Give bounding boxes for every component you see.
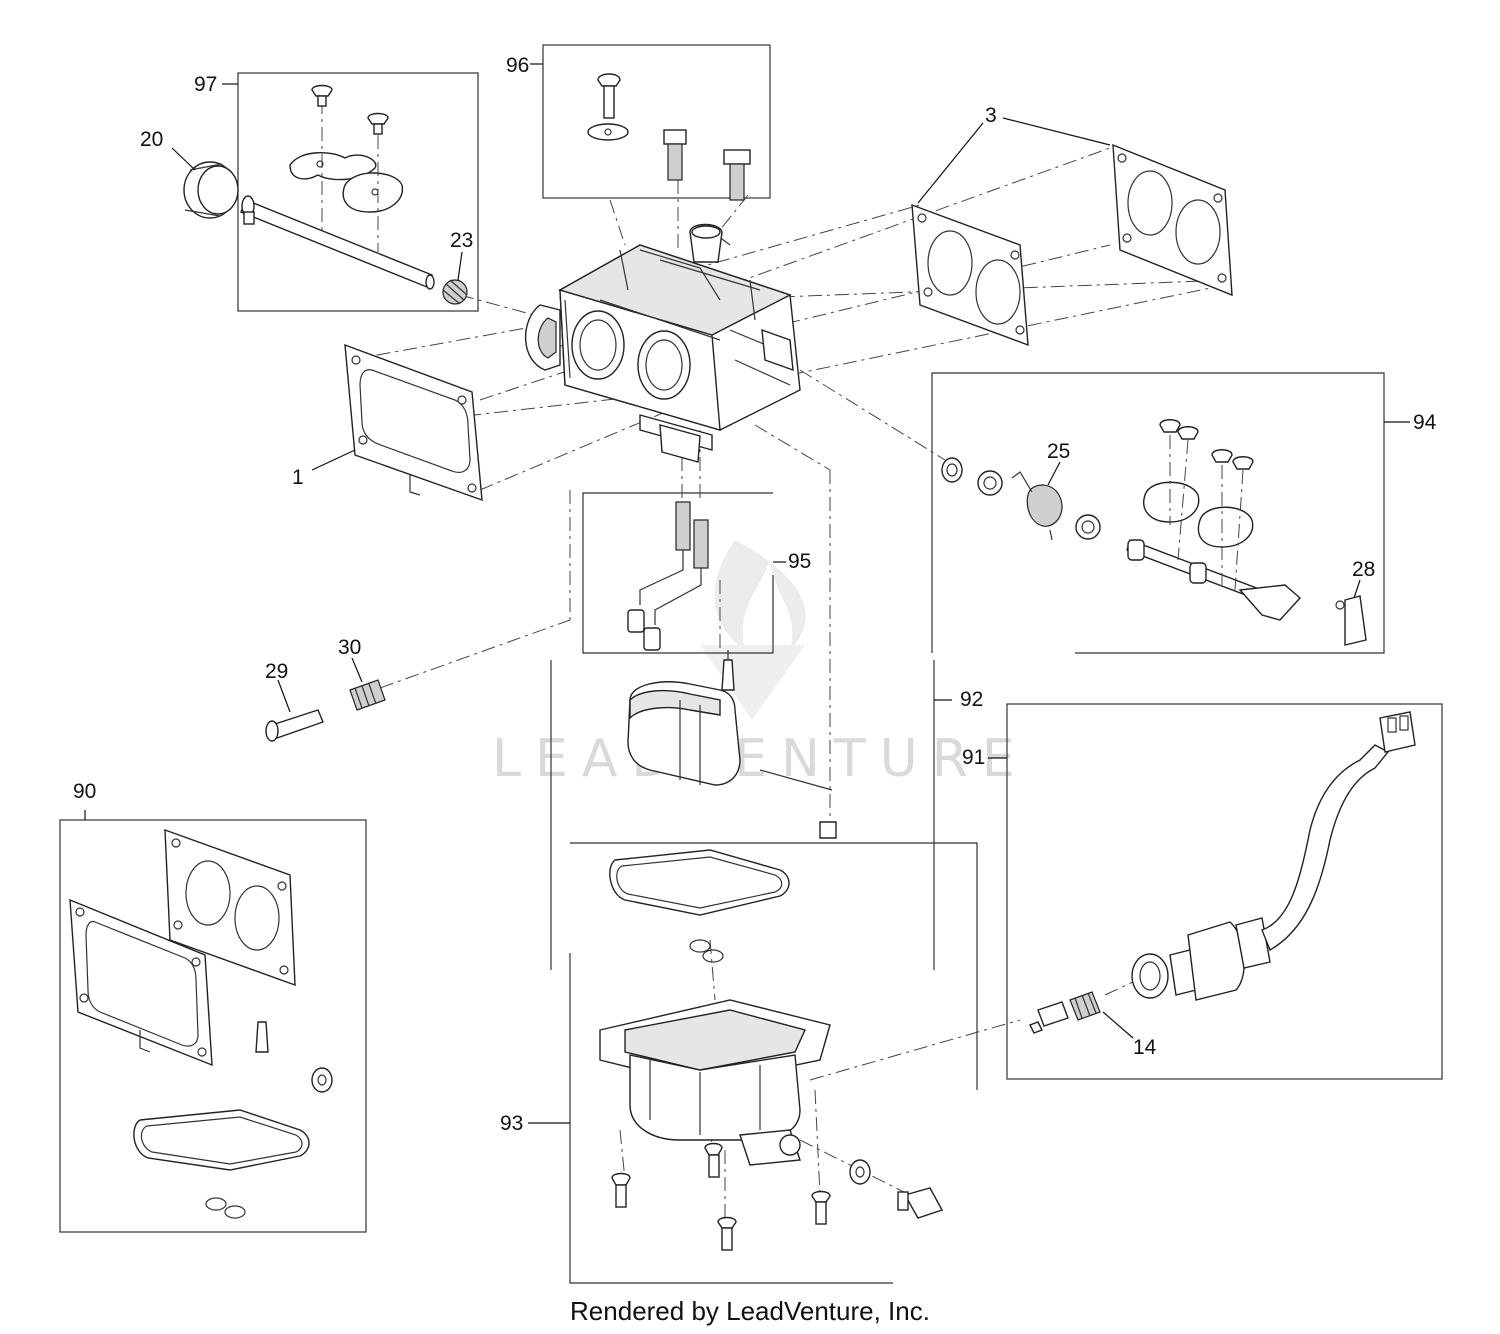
part-3-gaskets: [911, 117, 1233, 347]
callout-25: 25: [1047, 440, 1070, 463]
float-bowl: [599, 999, 944, 1251]
kit-box-93: [528, 842, 978, 1284]
callout-20: 20: [140, 128, 163, 151]
kit-box-91: [988, 703, 1443, 1080]
callout-1: 1: [292, 466, 304, 489]
callout-92: 92: [960, 688, 983, 711]
callout-3: 3: [985, 104, 997, 127]
alignment-lines: [349, 147, 1231, 1220]
callout-labels: 1 3 14 20 23 25 28 29 30 90 91 92 93 94 …: [73, 54, 1437, 1135]
float: [627, 650, 837, 839]
kit-box-92: [550, 660, 952, 970]
callout-90: 90: [73, 780, 96, 803]
kit-94-throttle-shaft: [941, 419, 1302, 621]
leader-25: [1047, 461, 1061, 486]
callout-93: 93: [500, 1112, 523, 1135]
callout-97: 97: [194, 73, 217, 96]
callout-96: 96: [506, 54, 529, 77]
callout-95: 95: [788, 550, 811, 573]
part-23-spring: [442, 251, 468, 305]
kit-90-gasket-set: [69, 828, 333, 1219]
callout-94: 94: [1413, 411, 1437, 434]
kit-97-choke-shaft: [240, 84, 435, 290]
carburetor-body: [524, 223, 801, 463]
kit-91-solenoid: [1029, 711, 1416, 1039]
kit-95-jets: [627, 501, 709, 651]
kit-96-jets: [587, 73, 751, 201]
part-20-seal: [171, 147, 239, 219]
callout-91: 91: [962, 746, 985, 769]
kit-box-94: [931, 372, 1410, 654]
callout-30: 30: [338, 636, 361, 659]
kit-box-90: [59, 810, 367, 1233]
kit-box-96: [530, 44, 771, 199]
part-28-lever: [1335, 579, 1367, 646]
callout-14: 14: [1133, 1036, 1157, 1059]
part-1-gasket: [311, 343, 483, 502]
bowl-gasket: [609, 849, 790, 963]
watermark: LEADVENTURE: [492, 540, 1029, 789]
watermark-text: LEADVENTURE: [492, 729, 1029, 789]
callout-28: 28: [1352, 558, 1375, 581]
callout-23: 23: [450, 229, 473, 252]
kit-box-95: [582, 492, 774, 654]
part-30-spring: [349, 657, 386, 711]
part-29-pin: [265, 679, 324, 742]
callout-29: 29: [265, 660, 288, 683]
footer-credit: Rendered by LeadVenture, Inc.: [570, 1296, 930, 1326]
